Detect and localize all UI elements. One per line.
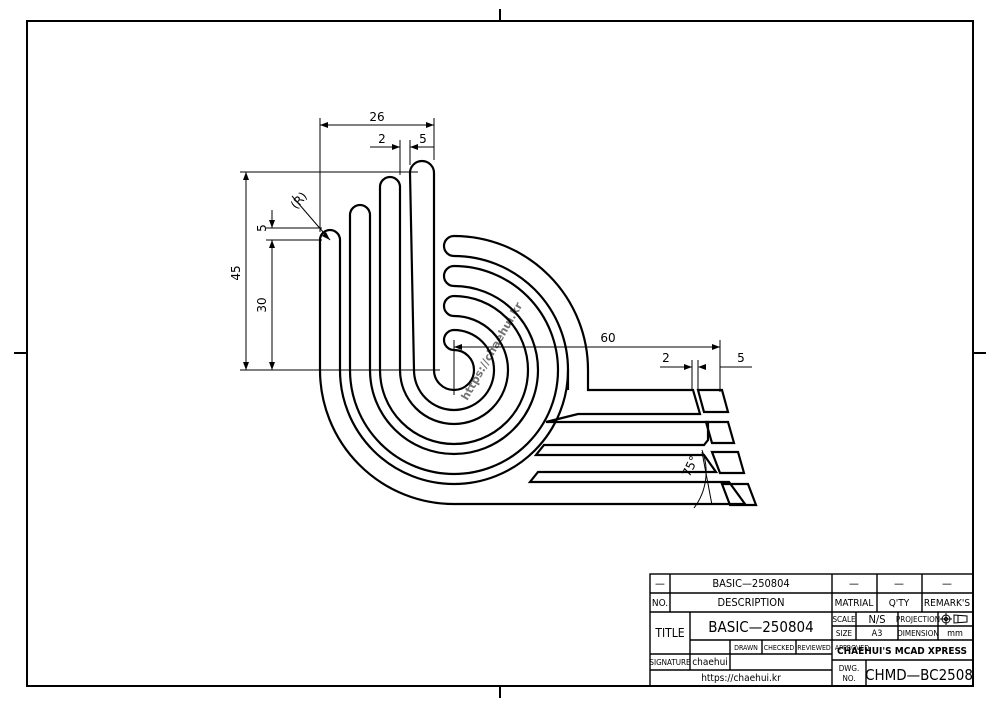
centering-marks xyxy=(14,9,986,698)
approved-label: APPROVED xyxy=(835,644,869,652)
scale-label: SCALE xyxy=(832,615,856,624)
dim-angle: 75° xyxy=(680,454,702,479)
dim-60: 60 xyxy=(600,331,615,345)
drawing-border xyxy=(26,20,974,687)
dim-45: 45 xyxy=(229,265,243,280)
header-description: DESCRIPTION xyxy=(718,596,785,609)
dim-30: 30 xyxy=(255,297,269,312)
dim-radius: (R) xyxy=(288,189,310,212)
dim-2-top: 2 xyxy=(378,132,386,146)
dimension-arrows xyxy=(243,122,720,370)
rev-qty: — xyxy=(894,577,904,590)
header-no: NO. xyxy=(652,598,668,609)
dim-5-top: 5 xyxy=(419,132,427,146)
dimension-label: DIMENSION xyxy=(897,629,939,638)
projection-label: PROJECTION xyxy=(896,615,940,624)
signature-value: chaehui xyxy=(692,657,728,668)
watermark: https://chaehui.kr xyxy=(459,300,526,403)
header-remarks: REMARK'S xyxy=(924,598,970,609)
size-value: A3 xyxy=(872,629,883,639)
projection-symbol-icon xyxy=(940,613,968,625)
dim-26: 26 xyxy=(369,110,384,124)
dimension-value: mm xyxy=(947,629,963,639)
size-label: SIZE xyxy=(836,629,853,638)
drawing-number: CHMD—BC2508 xyxy=(865,666,973,684)
dim-5-left: 5 xyxy=(255,224,269,232)
dim-2-right: 2 xyxy=(662,351,670,365)
url-text: https://chaehui.kr xyxy=(701,673,781,684)
part-outline xyxy=(318,159,758,507)
header-material: MATRIAL xyxy=(835,598,874,609)
scale-value: N/S xyxy=(868,613,885,626)
dimension-lines xyxy=(240,118,752,509)
rev-remarks: — xyxy=(942,577,952,590)
dim-5-right: 5 xyxy=(737,351,745,365)
dwg-label-2: NO. xyxy=(842,674,855,683)
dwg-label-1: DWG. xyxy=(839,664,860,673)
reviewed-label: REVIEWED xyxy=(797,644,831,652)
company-name: CHAEHUI'S MCAD XPRESS xyxy=(837,646,967,657)
checked-label: CHECKED xyxy=(764,644,795,652)
rev-material: — xyxy=(849,577,859,590)
signature-label: SIGNATURE xyxy=(649,658,691,667)
title-value: BASIC—250804 xyxy=(708,618,813,636)
header-qty: Q'TY xyxy=(889,598,910,609)
title-block: — BASIC—250804 — — — NO. DESCRIPTION MAT… xyxy=(649,573,974,687)
rev-no: — xyxy=(655,577,665,590)
dimension-texts: 26 2 5 5 45 30 (R) 60 2 5 75° xyxy=(229,110,745,479)
drawn-label: DRAWN xyxy=(734,644,758,652)
rev-description: BASIC—250804 xyxy=(712,577,789,590)
title-label: TITLE xyxy=(654,626,684,640)
